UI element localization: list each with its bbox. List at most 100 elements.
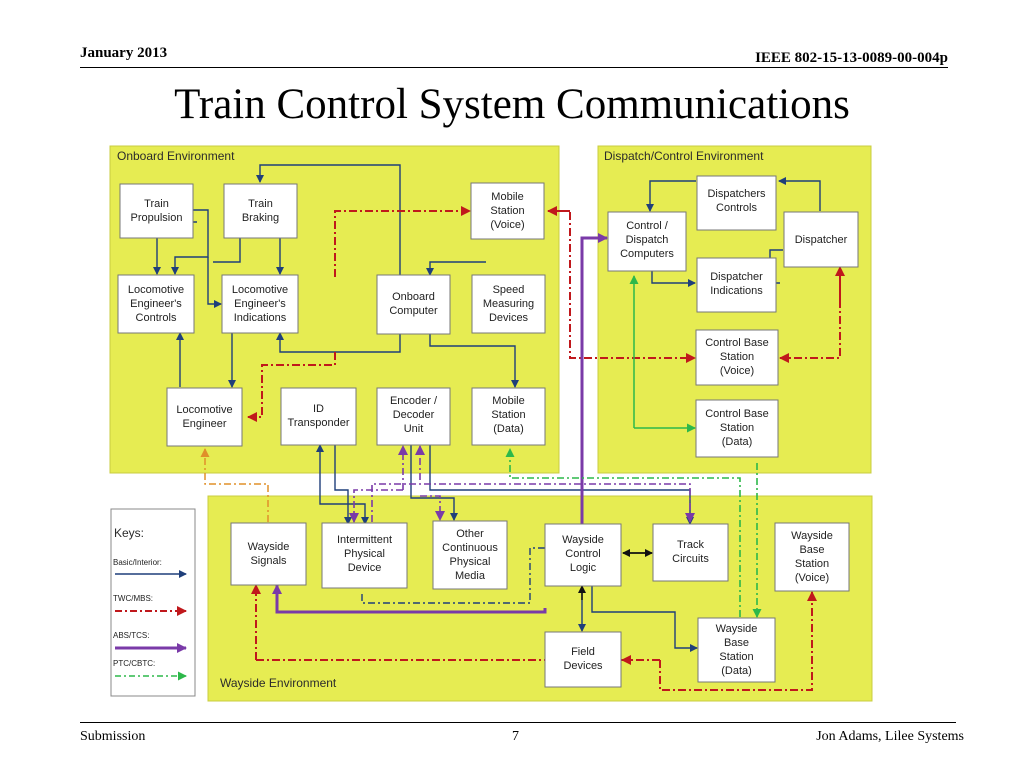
wcl-track-connector [578, 549, 653, 600]
node-loco-indications-line3: Indications [234, 312, 287, 324]
node-wayside-base-data-line3: Station [719, 651, 753, 663]
abs-connectors [272, 233, 608, 614]
node-onboard-computer-line2: Computer [389, 305, 438, 317]
header-date: January 2013 [80, 45, 168, 61]
node-control-base-voice-line2: Station [720, 351, 754, 363]
node-mobile-voice-line2: Station [490, 205, 524, 217]
node-wayside-base-voice-line2: Base [799, 544, 824, 556]
keys-legend: Keys: Basic/Interior: TWC/MBS: ABS/TCS: … [110, 508, 196, 697]
orange-connector [200, 448, 269, 522]
key-basic-label: Basic/Interior: [113, 558, 162, 567]
wayside-environment-label: Wayside Environment [220, 676, 337, 690]
node-train-braking-line2: Braking [242, 212, 279, 224]
node-field-devices-line2: Devices [563, 660, 603, 672]
node-wcl-line1: Wayside [562, 534, 604, 546]
node-other-continuous-physical-media: Other Continuous Physical Media [432, 520, 508, 590]
node-train-braking-line1: Train [248, 198, 273, 210]
node-control-base-voice-line3: (Voice) [720, 365, 754, 377]
node-encoder-line1: Encoder / [390, 395, 438, 407]
node-control-dispatch-line3: Computers [620, 248, 674, 260]
node-dispatcher-indications: Dispatcher Indications [696, 257, 777, 313]
ptc-solid-connectors [629, 275, 696, 433]
node-control-dispatch-computers: Control / Dispatch Computers [607, 211, 687, 272]
node-other-continuous-line3: Physical [450, 556, 491, 568]
key-abs-label: ABS/TCS: [113, 631, 149, 640]
node-control-base-data-line3: (Data) [722, 436, 753, 448]
node-intermittent-physical-device: Intermittent Physical Device [321, 522, 408, 589]
node-speed-line2: Measuring [483, 298, 534, 310]
node-mobile-voice-line1: Mobile [491, 191, 523, 203]
node-mobile-data-line3: (Data) [493, 423, 524, 435]
node-loco-engineer-controls: Locomotive Engineer's Controls [117, 274, 195, 334]
node-mobile-station-voice: Mobile Station (Voice) [470, 182, 545, 240]
node-wcl-line2: Control [565, 548, 600, 560]
node-control-base-data-line1: Control Base [705, 408, 769, 420]
node-control-base-station-voice: Control Base Station (Voice) [695, 329, 779, 386]
onboard-environment-label: Onboard Environment [117, 149, 235, 163]
node-wayside-base-voice-line1: Wayside [791, 530, 833, 542]
node-loco-controls-line2: Engineer's [130, 298, 182, 310]
node-wayside-signals-line2: Signals [250, 555, 287, 567]
node-mobile-data-line1: Mobile [492, 395, 524, 407]
node-intermittent-line1: Intermittent [337, 534, 392, 546]
node-encoder-line2: Decoder [393, 409, 435, 421]
node-dispatchers-controls-line1: Dispatchers [707, 188, 766, 200]
node-loco-controls-line1: Locomotive [128, 284, 184, 296]
key-twc-label: TWC/MBS: [113, 594, 153, 603]
footer-rule [80, 722, 956, 723]
node-speed-line1: Speed [493, 284, 525, 296]
node-field-devices-line1: Field [571, 646, 595, 658]
node-control-base-voice-line1: Control Base [705, 337, 769, 349]
node-id-transponder-line1: ID [313, 403, 324, 415]
twc-connectors [247, 206, 845, 691]
node-loco-controls-line3: Controls [136, 312, 177, 324]
node-loco-engineer-indications: Locomotive Engineer's Indications [221, 274, 299, 334]
node-dispatcher-line1: Dispatcher [795, 234, 848, 246]
node-wayside-base-voice-line3: Station [795, 558, 829, 570]
node-intermittent-line3: Device [348, 562, 382, 574]
node-locomotive-engineer: Locomotive Engineer [166, 387, 243, 447]
node-mobile-station-data: Mobile Station (Data) [471, 387, 546, 446]
node-other-continuous-line2: Continuous [442, 542, 498, 554]
node-track-circuits: Track Circuits [652, 523, 729, 582]
keys-legend-box [110, 508, 196, 697]
dispatch-environment-label: Dispatch/Control Environment [604, 149, 764, 163]
ptc-connectors [505, 448, 762, 618]
node-control-base-data-line2: Station [720, 422, 754, 434]
node-id-transponder-line2: Transponder [288, 417, 350, 429]
node-track-circuits-line1: Track [677, 539, 705, 551]
node-wayside-signals: Wayside Signals [230, 522, 307, 586]
node-track-circuits-line2: Circuits [672, 553, 709, 565]
node-wayside-base-data-line2: Base [724, 637, 749, 649]
node-loco-engineer-line1: Locomotive [176, 404, 232, 416]
node-encoder-decoder-unit: Encoder / Decoder Unit [376, 387, 451, 446]
slide-title: Train Control System Communications [174, 81, 850, 128]
node-mobile-data-line2: Station [491, 409, 525, 421]
node-wayside-base-data-line1: Wayside [716, 623, 758, 635]
node-intermittent-line2: Physical [344, 548, 385, 560]
node-train-braking: Train Braking [223, 183, 298, 239]
node-control-dispatch-line2: Dispatch [626, 234, 669, 246]
node-wayside-base-data-line4: (Data) [721, 665, 752, 677]
node-wayside-signals-line1: Wayside [248, 541, 290, 553]
node-onboard-computer: Onboard Computer [376, 274, 451, 335]
node-other-continuous-line4: Media [455, 570, 486, 582]
node-dispatcher-indications-line1: Dispatcher [710, 271, 763, 283]
node-encoder-line3: Unit [404, 423, 424, 435]
key-ptc-label: PTC/CBTC: [113, 659, 155, 668]
node-control-dispatch-line1: Control / [626, 220, 669, 232]
node-train-propulsion: Train Propulsion [119, 183, 194, 239]
node-dispatcher-indications-line2: Indications [710, 285, 763, 297]
node-field-devices: Field Devices [544, 631, 622, 688]
node-train-propulsion-line1: Train [144, 198, 169, 210]
node-dispatchers-controls: Dispatchers Controls [696, 175, 777, 231]
node-wcl-line3: Logic [570, 562, 597, 574]
node-loco-engineer-line2: Engineer [182, 418, 226, 430]
node-train-propulsion-line2: Propulsion [131, 212, 183, 224]
node-control-base-station-data: Control Base Station (Data) [695, 399, 779, 458]
node-speed-line3: Devices [489, 312, 529, 324]
header-doc-id: IEEE 802-15-13-0089-00-004p [755, 50, 948, 66]
node-wayside-base-station-voice: Wayside Base Station (Voice) [774, 522, 850, 592]
node-wayside-base-station-data: Wayside Base Station (Data) [697, 617, 776, 683]
